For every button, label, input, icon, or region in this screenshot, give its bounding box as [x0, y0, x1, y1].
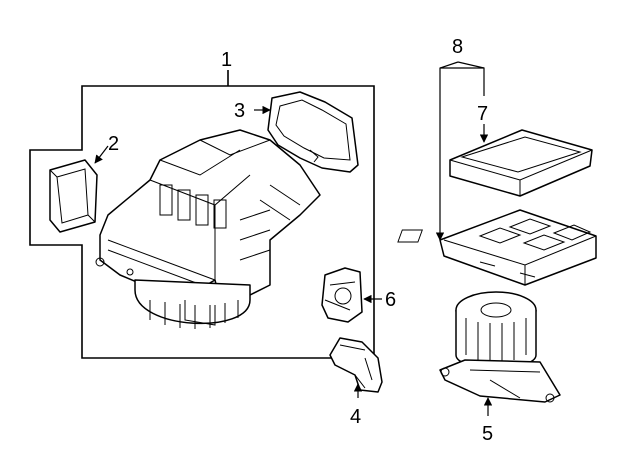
part-2-filter-door	[49, 159, 98, 233]
callout-label-6: 6	[385, 289, 396, 311]
callout-label-4: 4	[350, 406, 361, 428]
callout-leader-8-right	[457, 61, 485, 96]
part-3-seal-gasket	[267, 91, 359, 173]
part-7-filter-element	[449, 129, 593, 197]
assembly-outline-box	[29, 85, 375, 359]
part-4-bracket	[329, 337, 383, 393]
callout-label-5: 5	[482, 423, 493, 445]
callout-label-1: 1	[221, 49, 232, 71]
callout-label-2: 2	[108, 133, 119, 155]
part-6-actuator	[321, 267, 363, 323]
callout-leader-8-left	[435, 61, 459, 241]
part-5-blower-motor	[439, 291, 561, 403]
callout-arrow-2	[94, 145, 109, 164]
filter-housing-tray	[397, 209, 597, 286]
blower-housing-assembly	[95, 129, 321, 329]
callout-label-3: 3	[234, 100, 245, 122]
callout-label-7: 7	[477, 103, 488, 125]
callout-label-8: 8	[452, 36, 463, 58]
